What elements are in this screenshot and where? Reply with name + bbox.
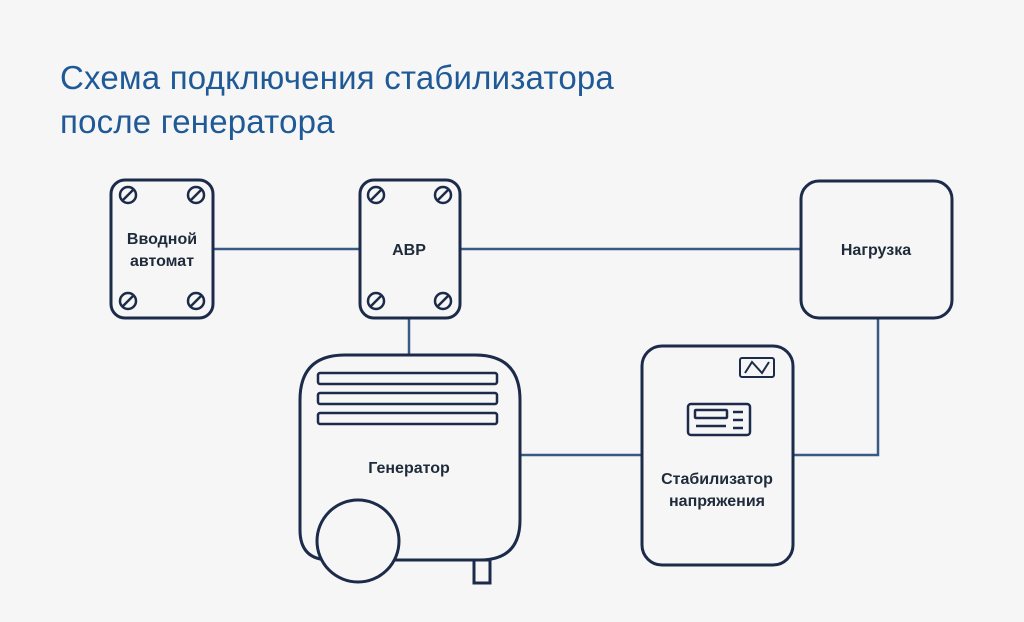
diagram-title: Схема подключения стабилизатора после ге… (60, 56, 960, 144)
generator-vent-icon (316, 371, 499, 426)
screw-terminal-icon (366, 185, 453, 311)
ats-label: АВР (392, 242, 426, 259)
stabilizer-block: Стабилизатор напряжения (640, 344, 795, 567)
stabilizer-logo-icon (739, 357, 775, 378)
stabilizer-box (640, 344, 795, 567)
stabilizer-label-1: Стабилизатор (661, 471, 773, 488)
connections (213, 247, 880, 457)
generator-block: Генератор (298, 353, 522, 585)
ats-box (358, 178, 462, 320)
generator-label: Генератор (368, 460, 450, 477)
diagram-title-line-1: Схема подключения стабилизатора (60, 59, 614, 96)
input-breaker-box (109, 178, 215, 320)
load-block: Нагрузка (799, 179, 954, 320)
ats-block: АВР (358, 178, 462, 320)
stabilizer-label-2: напряжения (669, 493, 765, 510)
input-breaker-block: Вводной автомат (109, 178, 215, 320)
load-box (799, 179, 954, 320)
display-panel-icon (686, 402, 752, 437)
generator-wheel (315, 498, 401, 584)
screw-terminal-icon (118, 185, 206, 311)
input-breaker-label-1: Вводной (127, 231, 197, 248)
diagram-title-line-2: после генератора (60, 103, 335, 140)
connector-stabilizer-load (793, 318, 880, 457)
load-label: Нагрузка (841, 242, 911, 259)
generator-foot (472, 558, 492, 585)
input-breaker-label-2: автомат (130, 253, 194, 270)
